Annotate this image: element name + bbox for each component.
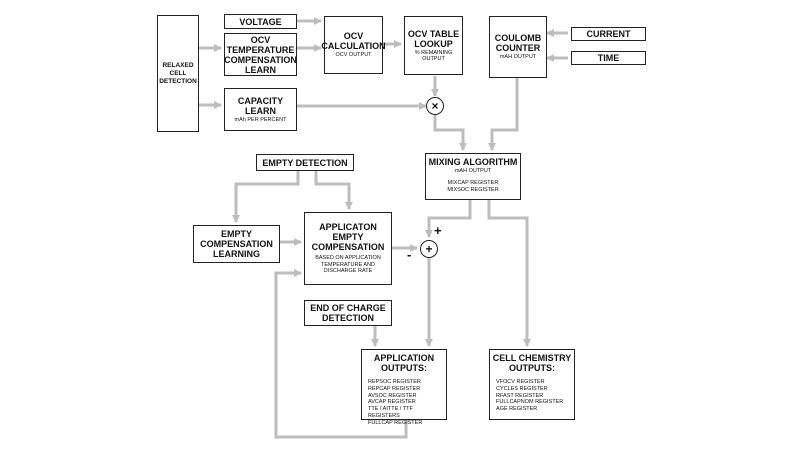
relaxed-cell-detection-title: RELAXED CELL DETECTION bbox=[159, 61, 197, 85]
ocv-temperature-compensation-block: OCV TEMPERATURE COMPENSATION LEARN bbox=[224, 33, 297, 76]
application-empty-compensation-block: APPLICATON EMPTY COMPENSATION BASED ON A… bbox=[304, 212, 392, 285]
fullcap-register-label: FULLCAP REGISTER bbox=[368, 419, 423, 426]
cycles-register-label: CYCLES REGISTER bbox=[496, 385, 548, 392]
repsoc-register-label: REPSOC REGISTER bbox=[368, 379, 421, 385]
ocv-temperature-compensation-title: OCV TEMPERATURE COMPENSATION LEARN bbox=[224, 34, 297, 75]
ocv-table-lookup-block: OCV TABLE LOOKUP % REMAINING OUTPUT bbox=[404, 16, 463, 75]
mixing-algorithm-title: MIXING ALGORITHM bbox=[428, 157, 518, 167]
ocv-calculation-subtitle: OCV OUTPUT bbox=[335, 52, 372, 59]
multiply-junction: × bbox=[426, 97, 444, 115]
avsoc-register-label: AVSOC REGISTER bbox=[368, 392, 417, 399]
empty-detection-title: EMPTY DETECTION bbox=[262, 157, 348, 168]
fullcapnom-register-label: FULLCAPNOM REGISTER bbox=[496, 399, 564, 406]
mixsoc-register-label: MIXSOC REGISTER bbox=[447, 187, 499, 193]
voltage-title: VOLTAGE bbox=[239, 16, 282, 27]
mixcap-register-label: MIXCAP REGISTER bbox=[447, 179, 499, 186]
minus-sign: - bbox=[407, 247, 412, 262]
ocv-table-lookup-subtitle: % REMAINING OUTPUT bbox=[414, 49, 453, 63]
vfocv-register-label: VFOCV REGISTER bbox=[496, 379, 545, 385]
plus-sign: + bbox=[434, 223, 442, 238]
voltage-block: VOLTAGE bbox=[224, 14, 297, 29]
empty-compensation-learning-block: EMPTY COMPENSATION LEARNING bbox=[193, 225, 280, 263]
add-junction: + bbox=[420, 240, 438, 258]
time-block: TIME bbox=[571, 51, 646, 65]
multiply-symbol: × bbox=[431, 99, 439, 113]
application-outputs-title: APPLICATION OUTPUTS: bbox=[373, 353, 435, 373]
arrow-coulomb-to-mixing bbox=[488, 78, 519, 151]
current-block: CURRENT bbox=[571, 27, 646, 41]
cell-chemistry-outputs-title: CELL CHEMISTRY OUTPUTS: bbox=[492, 353, 572, 373]
repcap-register-label: REPCAP REGISTER bbox=[368, 385, 421, 392]
arrow-multiply-to-mixing bbox=[433, 115, 467, 151]
tte-aitte-ttf-registers-label: TTE / AITTE / TTF REGISTERS bbox=[368, 406, 413, 419]
coulomb-counter-title: COULOMB COUNTER bbox=[494, 33, 542, 54]
end-of-charge-detection-title: END OF CHARGE DETECTION bbox=[310, 303, 386, 323]
application-empty-compensation-subtitle: BASED ON APPLICATION TEMPERATURE AND DIS… bbox=[315, 255, 381, 275]
age-register-label: AGE REGISTER bbox=[496, 406, 538, 413]
arrow-empty-detect-to-app-empty bbox=[314, 171, 353, 210]
avcap-register-label: AVCAP REGISTER bbox=[368, 399, 416, 406]
application-outputs-list: REPSOC REGISTER REPCAP REGISTER AVSOC RE… bbox=[362, 379, 446, 427]
ocv-calculation-title: OCV CALCULATION bbox=[321, 31, 386, 52]
current-title: CURRENT bbox=[586, 29, 631, 39]
rfast-register-label: RFAST REGISTER bbox=[496, 392, 544, 399]
arrow-mixing-to-cell-out bbox=[487, 200, 531, 347]
ocv-calculation-block: OCV CALCULATION OCV OUTPUT bbox=[321, 16, 386, 74]
capacity-learn-subtitle: mAh PER PERCENT bbox=[234, 116, 287, 123]
arrow-app-out-feedback bbox=[274, 269, 408, 439]
add-symbol: + bbox=[425, 242, 433, 256]
time-title: TIME bbox=[597, 53, 620, 63]
cell-chemistry-outputs-block: CELL CHEMISTRY OUTPUTS: VFOCV REGISTER C… bbox=[489, 349, 575, 420]
application-empty-compensation-title: APPLICATON EMPTY COMPENSATION bbox=[311, 222, 385, 253]
capacity-learn-title: CAPACITY LEARN bbox=[237, 95, 284, 116]
end-of-charge-detection-block: END OF CHARGE DETECTION bbox=[304, 300, 392, 326]
mixing-algorithm-subtitle: mAH OUTPUT bbox=[454, 168, 492, 174]
capacity-learn-block: CAPACITY LEARN mAh PER PERCENT bbox=[224, 88, 297, 131]
cell-chemistry-outputs-list: VFOCV REGISTER CYCLES REGISTER RFAST REG… bbox=[490, 379, 574, 413]
relaxed-cell-detection-block: RELAXED CELL DETECTION bbox=[157, 15, 199, 132]
empty-compensation-learning-title: EMPTY COMPENSATION LEARNING bbox=[200, 229, 273, 259]
ocv-table-lookup-title: OCV TABLE LOOKUP bbox=[407, 28, 460, 49]
coulomb-counter-block: COULOMB COUNTER mAH OUTPUT bbox=[489, 16, 547, 78]
mixing-algorithm-block: MIXING ALGORITHM mAH OUTPUT MIXCAP REGIS… bbox=[425, 153, 521, 200]
empty-detection-block: EMPTY DETECTION bbox=[256, 154, 354, 171]
application-outputs-block: APPLICATION OUTPUTS: REPSOC REGISTER REP… bbox=[361, 349, 447, 426]
arrow-empty-detect-to-comp bbox=[232, 171, 300, 223]
arrow-mixing-to-add bbox=[425, 200, 472, 238]
coulomb-counter-subtitle: mAH OUTPUT bbox=[499, 54, 537, 61]
